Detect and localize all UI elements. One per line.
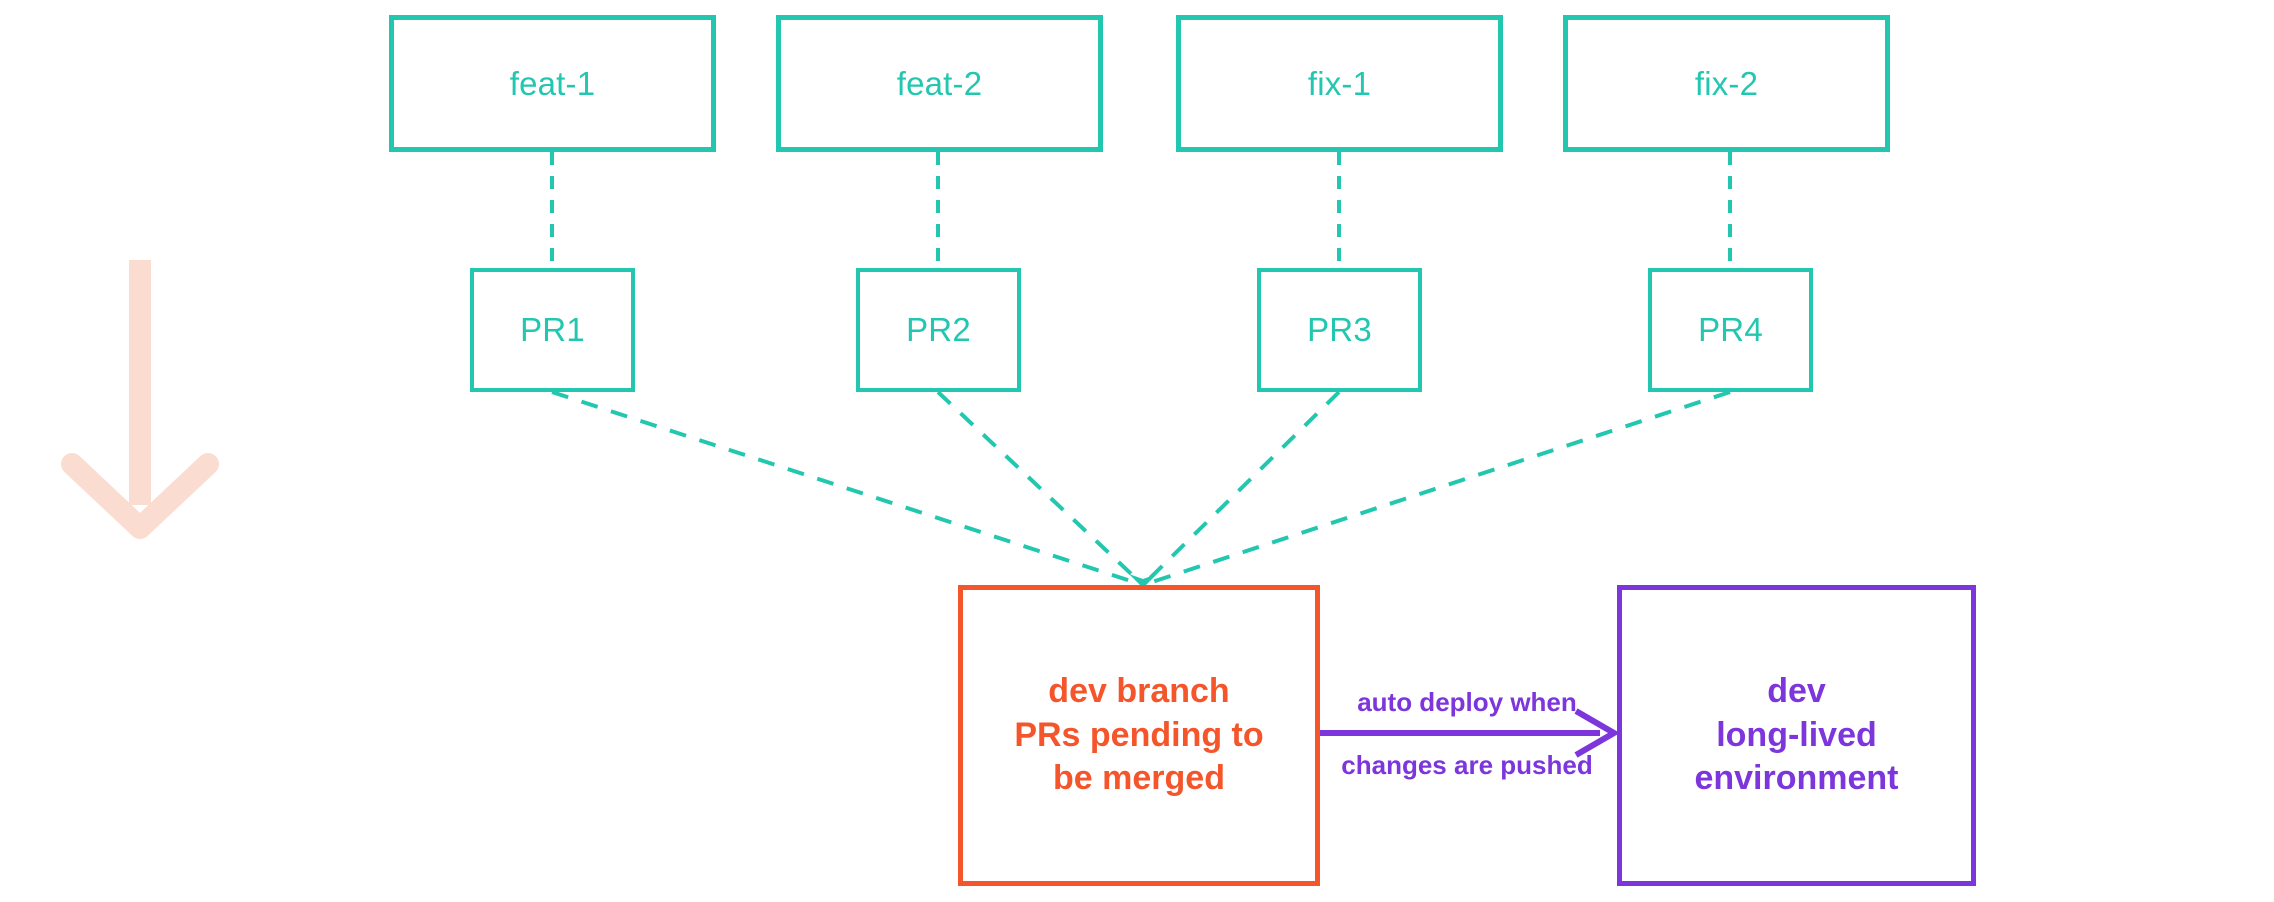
- dev-branch-name: dev: [1048, 672, 1107, 711]
- pr-label: PR3: [1307, 311, 1372, 348]
- dev-branch-title: dev branch: [1048, 670, 1229, 714]
- dev-branch-line2: PRs pending to: [1014, 715, 1264, 754]
- branch-label: feat-1: [509, 64, 596, 102]
- branch-box-fix-1[interactable]: fix-1: [1176, 15, 1503, 152]
- pr-label: PR4: [1698, 311, 1763, 348]
- pr-box-pr2[interactable]: PR2: [856, 268, 1021, 392]
- dev-branch-box[interactable]: dev branch PRs pending to be merged: [958, 585, 1320, 886]
- branch-label: feat-2: [896, 64, 983, 102]
- dev-branch-line3: be merged: [1053, 759, 1225, 798]
- branch-box-feat-2[interactable]: feat-2: [776, 15, 1103, 152]
- branch-box-feat-1[interactable]: feat-1: [389, 15, 716, 152]
- pr-to-dev-edges: [551, 390, 1731, 587]
- dev-environment-line3: environment: [1694, 759, 1899, 798]
- deploy-label-bottom: changes are pushed: [1341, 750, 1593, 780]
- pr-box-pr3[interactable]: PR3: [1257, 268, 1422, 392]
- branch-label: fix-1: [1307, 64, 1372, 102]
- dev-branch-suffix: branch: [1116, 672, 1230, 711]
- pr-box-pr1[interactable]: PR1: [470, 268, 635, 392]
- branch-label: fix-2: [1694, 64, 1759, 102]
- down-arrow-icon: [61, 260, 219, 539]
- branch-to-pr-edges: [550, 152, 1732, 268]
- dev-environment-box[interactable]: dev long-lived environment: [1617, 585, 1976, 886]
- pr-box-pr4[interactable]: PR4: [1648, 268, 1813, 392]
- dev-environment-line2: long-lived: [1716, 715, 1877, 754]
- dev-environment-name: dev: [1767, 672, 1826, 711]
- branch-box-fix-2[interactable]: fix-2: [1563, 15, 1890, 152]
- deploy-label-top: auto deploy when: [1357, 687, 1577, 717]
- pr-label: PR2: [906, 311, 971, 348]
- pr-label: PR1: [520, 311, 585, 348]
